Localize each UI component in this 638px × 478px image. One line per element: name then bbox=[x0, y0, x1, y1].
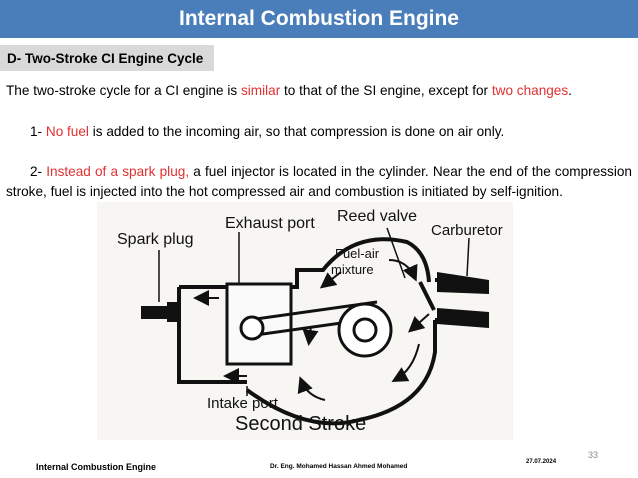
section-label: D- Two-Stroke CI Engine Cycle bbox=[7, 50, 204, 66]
label-second-stroke: Second Stroke bbox=[235, 413, 366, 435]
label-fuel-air: Fuel-air bbox=[335, 246, 380, 261]
point-2-text: a fuel injector is located in the cylind… bbox=[6, 164, 632, 199]
label-exhaust-port: Exhaust port bbox=[225, 215, 315, 232]
point-1-text: is added to the incoming air, so that co… bbox=[88, 124, 505, 139]
point-1-highlight: No fuel bbox=[45, 124, 89, 139]
label-reed-valve: Reed valve bbox=[337, 208, 417, 225]
title-bar: Internal Combustion Engine bbox=[0, 0, 638, 38]
point-1-prefix: 1- bbox=[30, 124, 46, 139]
carburetor-body bbox=[437, 272, 489, 328]
footer-author: Dr. Eng. Mohamed Hassan Ahmed Mohamed bbox=[270, 463, 408, 470]
engine-diagram-svg: Spark plug Exhaust port Reed valve Carbu… bbox=[117, 208, 503, 435]
label-spark-plug: Spark plug bbox=[117, 231, 194, 248]
footer-date: 27.07.2024 bbox=[526, 459, 557, 465]
diagram-labels: Spark plug Exhaust port Reed valve Carbu… bbox=[117, 208, 503, 435]
reed-valve-flap bbox=[418, 281, 436, 311]
point-2-paragraph: 2- Instead of a spark plug, a fuel injec… bbox=[6, 162, 632, 202]
label-intake-port: Intake port bbox=[207, 395, 279, 412]
intro-text-2: to that of the SI engine, except for bbox=[280, 83, 492, 98]
intro-highlight-similar: similar bbox=[240, 83, 281, 98]
point-2-prefix: 2- bbox=[30, 164, 47, 179]
label-carburetor: Carburetor bbox=[431, 222, 503, 239]
spark-plug bbox=[141, 302, 179, 322]
point-1-paragraph: 1- No fuel is added to the incoming air,… bbox=[6, 122, 632, 142]
slide-title: Internal Combustion Engine bbox=[178, 7, 459, 30]
footer-course: Internal Combustion Engine bbox=[36, 462, 157, 472]
piston-assembly bbox=[225, 282, 393, 366]
intro-text-1: The two-stroke cycle for a CI engine is bbox=[6, 83, 241, 98]
intro-highlight-changes: two changes bbox=[491, 83, 569, 98]
point-2-highlight: Instead of a spark plug, bbox=[46, 164, 190, 179]
label-leader-lines bbox=[158, 227, 470, 396]
page-number: 33 bbox=[588, 450, 599, 460]
engine-diagram: Spark plug Exhaust port Reed valve Carbu… bbox=[97, 202, 513, 440]
section-tag: D- Two-Stroke CI Engine Cycle bbox=[0, 45, 214, 71]
flow-arrows bbox=[193, 259, 430, 401]
label-mixture: mixture bbox=[331, 262, 374, 277]
intro-text-3: . bbox=[568, 83, 572, 98]
intro-paragraph: The two-stroke cycle for a CI engine is … bbox=[6, 81, 632, 101]
